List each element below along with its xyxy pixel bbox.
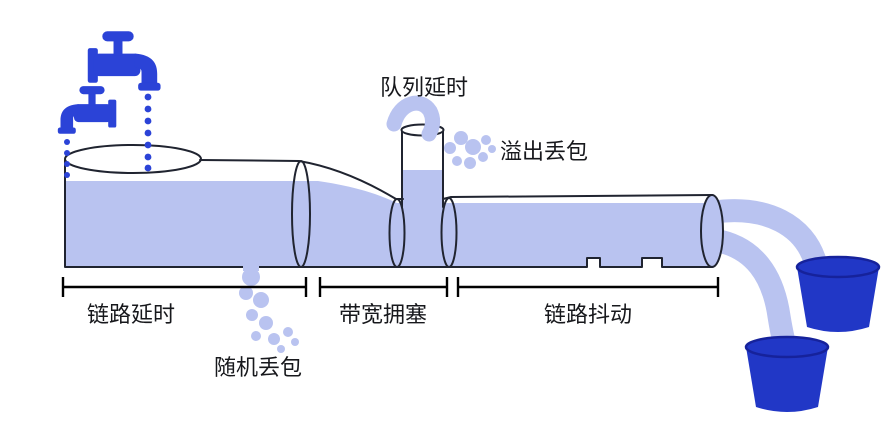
leak-bubbles	[239, 259, 299, 353]
bandwidth-congestion-label: 带宽拥塞	[339, 303, 427, 328]
bucket-group	[744, 255, 881, 412]
bubbles	[239, 131, 496, 353]
overflow-bubbles	[444, 131, 496, 169]
bucket-icon	[795, 255, 881, 332]
outflow-stream-lower	[702, 228, 798, 360]
link-delay-bracket	[61, 277, 308, 297]
pipe-assembly	[64, 95, 827, 360]
pipe-right-cap	[700, 194, 724, 268]
pipe-left-mouth	[64, 144, 202, 174]
pipe-joint-rings	[291, 160, 458, 268]
pipe-outline-bottom	[64, 159, 713, 268]
random-loss-label: 随机丢包	[214, 356, 302, 381]
link-delay-label: 链路延时	[87, 303, 175, 328]
outflow-stream-upper	[702, 199, 827, 273]
queue-cup-walls	[401, 129, 444, 208]
link-jitter-label: 链路抖动	[544, 303, 632, 328]
bandwidth-bracket	[318, 277, 449, 297]
jitter-bracket	[456, 277, 720, 297]
bucket-icon	[744, 335, 830, 412]
faucet-drips	[64, 93, 152, 178]
faucet-group	[57, 31, 161, 178]
overflow-loss-label: 溢出丢包	[500, 140, 588, 165]
queue-cup-water	[403, 170, 443, 207]
faucet-icon	[87, 31, 161, 91]
cup-inflow-splash	[386, 95, 440, 142]
queue-delay-label: 队列延时	[380, 76, 468, 101]
measure-brackets	[61, 277, 720, 297]
faucet-icon	[57, 86, 117, 134]
